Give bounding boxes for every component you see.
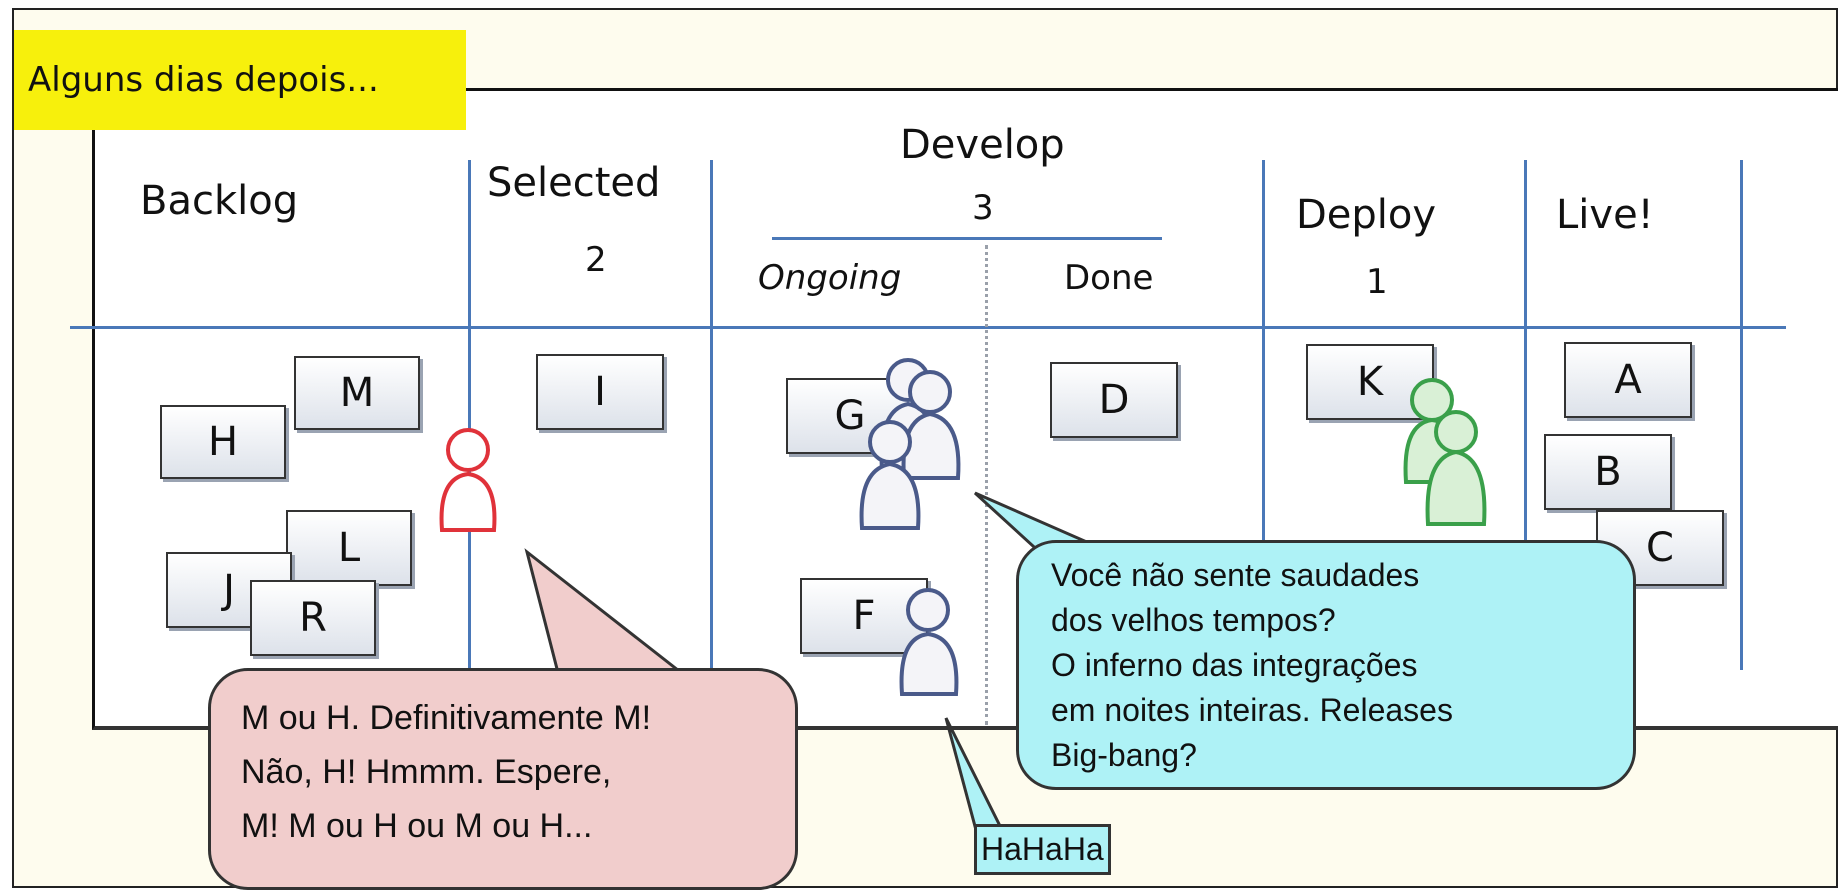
wip-limit-deploy: 1 (1366, 262, 1388, 302)
subcolumn-title-done: Done (1064, 258, 1154, 298)
person-icon-red (439, 428, 497, 532)
person-icon-blue (899, 588, 959, 696)
wip-limit-selected: 2 (585, 240, 607, 280)
card-d[interactable]: D (1050, 362, 1178, 438)
speech-line: Big-bang? (1051, 737, 1197, 773)
speech-line: M ou H. Definitivamente M! (241, 699, 652, 737)
column-title-selected: Selected (487, 160, 661, 206)
card-m[interactable]: M (294, 356, 420, 430)
speech-line: M! M ou H ou M ou H... (241, 807, 593, 845)
column-title-live: Live! (1556, 192, 1654, 238)
card-h[interactable]: H (160, 405, 286, 479)
subcolumn-title-ongoing: Ongoing (758, 258, 902, 298)
card-i[interactable]: I (536, 354, 664, 430)
develop-subcolumn-divider (985, 245, 988, 725)
speech-line: dos velhos tempos? (1051, 602, 1336, 638)
person-group-icon-blue (859, 358, 961, 530)
column-title-develop: Develop (900, 122, 1065, 168)
develop-header-underline (772, 237, 1162, 240)
speech-bubble-cyan: Você não sente saudades dos velhos tempo… (1016, 540, 1636, 790)
card-l[interactable]: L (286, 510, 412, 586)
header-divider-line (70, 326, 1786, 329)
speech-bubble-hahaha: HaHaHa (974, 824, 1111, 875)
card-b[interactable]: B (1544, 434, 1672, 510)
caption-box: Alguns dias depois... (14, 30, 466, 130)
card-a[interactable]: A (1564, 342, 1692, 418)
column-divider-1 (468, 160, 471, 670)
column-title-deploy: Deploy (1296, 192, 1437, 238)
column-divider-3 (1262, 160, 1265, 670)
speech-line: em noites inteiras. Releases (1051, 692, 1453, 728)
card-f[interactable]: F (800, 578, 928, 654)
column-title-backlog: Backlog (140, 178, 299, 224)
speech-bubble-pink: M ou H. Definitivamente M! Não, H! Hmmm.… (208, 668, 798, 890)
column-divider-5 (1740, 160, 1743, 670)
card-r[interactable]: R (250, 580, 376, 656)
column-divider-4 (1524, 160, 1527, 670)
speech-line: Você não sente saudades (1051, 557, 1420, 593)
speech-line: O inferno das integrações (1051, 647, 1418, 683)
speech-line: Não, H! Hmmm. Espere, (241, 753, 612, 791)
wip-limit-develop: 3 (972, 188, 994, 228)
column-divider-2 (710, 160, 713, 670)
person-group-icon-green (1403, 378, 1487, 526)
